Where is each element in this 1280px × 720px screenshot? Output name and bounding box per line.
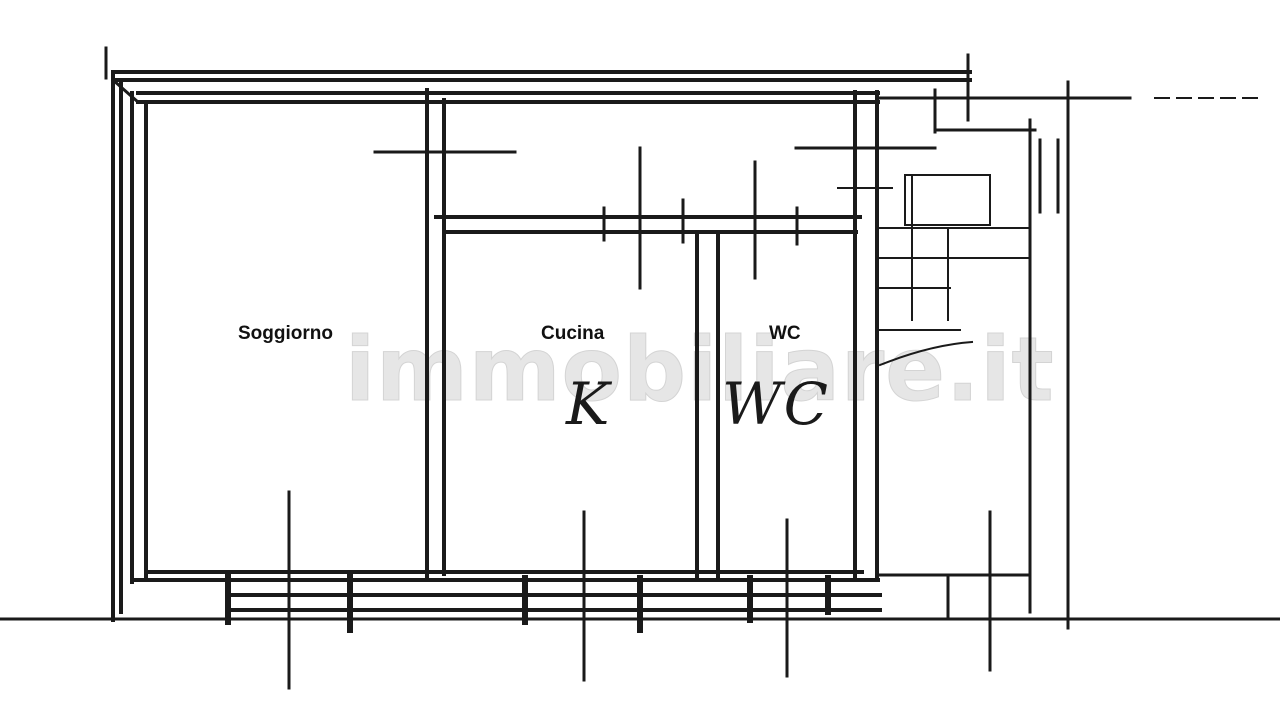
wall-cucina-top bbox=[434, 215, 862, 234]
room-label-cucina: Cucina bbox=[541, 323, 605, 344]
window-mullions bbox=[225, 572, 831, 633]
wall-right-structure bbox=[878, 80, 1132, 630]
wall-bottom bbox=[130, 570, 882, 612]
wall-soggiorno-cucina bbox=[425, 88, 446, 580]
staircase bbox=[877, 174, 1031, 367]
wall-top bbox=[111, 70, 972, 104]
section-lines bbox=[287, 490, 992, 690]
room-label-wc: WC bbox=[769, 323, 801, 344]
handwritten-wc-mark: WC bbox=[722, 370, 830, 438]
wall-left bbox=[111, 70, 148, 622]
wall-cucina-wc bbox=[695, 230, 720, 578]
wall-wc-right bbox=[853, 90, 879, 580]
handwritten-kitchen-mark: K bbox=[566, 370, 612, 438]
room-label-soggiorno: Soggiorno bbox=[238, 323, 333, 344]
